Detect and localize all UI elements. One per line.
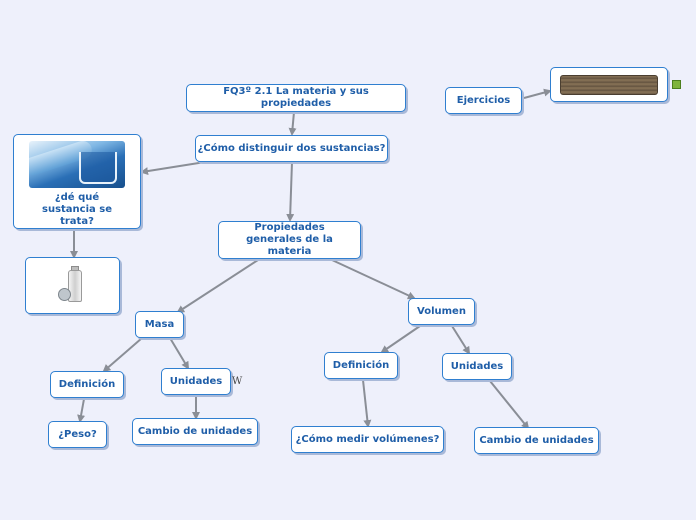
edge-propiedades-to-volumen (331, 259, 416, 300)
edge-volumen-to-definicion (380, 325, 421, 354)
edge-title-to-question (288, 111, 297, 136)
peso-node[interactable]: ¿Peso? (48, 421, 107, 448)
volumen-label: Volumen (417, 305, 466, 317)
peso-label: ¿Peso? (58, 428, 97, 440)
como-distinguir-label: ¿Cómo distinguir dos sustancias? (197, 142, 386, 154)
title-node[interactable]: FQ3º 2.1 La materia y sus propiedades (186, 84, 406, 112)
exercise-image-node[interactable] (550, 67, 668, 102)
medir-volumenes-node[interactable]: ¿Cómo medir volúmenes? (291, 426, 444, 453)
de-que-sustancia-label: ¿dé qué sustancia se trata? (42, 192, 112, 227)
edge-ejercicios-to-image (523, 88, 552, 99)
edge-question-to-propiedades (286, 161, 295, 222)
volumen-definicion-label: Definición (332, 359, 390, 371)
volumen-cambio-unidades-label: Cambio de unidades (479, 434, 594, 446)
masa-definicion-label: Definición (58, 378, 116, 390)
propiedades-label: Propiedades generales de la materia (246, 222, 333, 257)
bottle-image (57, 265, 88, 302)
masa-node[interactable]: Masa (135, 311, 184, 338)
edge-question-to-sustancia (140, 161, 206, 176)
attachment-icon[interactable] (672, 80, 681, 89)
water-pouring-image (29, 141, 125, 188)
edge-masa-to-unidades (169, 337, 190, 370)
edge-masa-definicion-to-peso (77, 398, 86, 423)
exercise-thumbnail-image (560, 74, 658, 95)
masa-unidades-label: Unidades (169, 375, 223, 387)
w-mark: W (232, 376, 243, 387)
bottle-image-node[interactable] (25, 257, 120, 314)
de-que-sustancia-node[interactable]: ¿dé qué sustancia se trata? (13, 134, 141, 229)
volumen-cambio-unidades-node[interactable]: Cambio de unidades (474, 427, 599, 454)
ejercicios-node[interactable]: Ejercicios (445, 87, 522, 114)
edge-masa-to-definicion (102, 337, 143, 373)
edge-vol-definicion-to-medir (362, 379, 372, 428)
volumen-unidades-node[interactable]: Unidades (442, 353, 512, 380)
como-distinguir-node[interactable]: ¿Cómo distinguir dos sustancias? (195, 135, 388, 162)
volumen-unidades-label: Unidades (450, 360, 504, 372)
masa-cambio-unidades-label: Cambio de unidades (137, 425, 253, 437)
medir-volumenes-label: ¿Cómo medir volúmenes? (295, 433, 440, 445)
ejercicios-label: Ejercicios (456, 94, 511, 106)
edge-propiedades-to-masa (176, 259, 259, 314)
edge-volumen-to-unidades (451, 325, 471, 355)
masa-definicion-node[interactable]: Definición (50, 371, 124, 398)
masa-label: Masa (144, 318, 175, 330)
volumen-node[interactable]: Volumen (408, 298, 475, 325)
masa-unidades-node[interactable]: Unidades (161, 368, 231, 395)
title-node-label: FQ3º 2.1 La materia y sus propiedades (223, 86, 369, 109)
propiedades-node[interactable]: Propiedades generales de la materia (218, 221, 361, 259)
edge-vol-unidades-to-cambio (489, 380, 530, 430)
volumen-definicion-node[interactable]: Definición (324, 352, 398, 379)
masa-cambio-unidades-node[interactable]: Cambio de unidades (132, 418, 258, 445)
